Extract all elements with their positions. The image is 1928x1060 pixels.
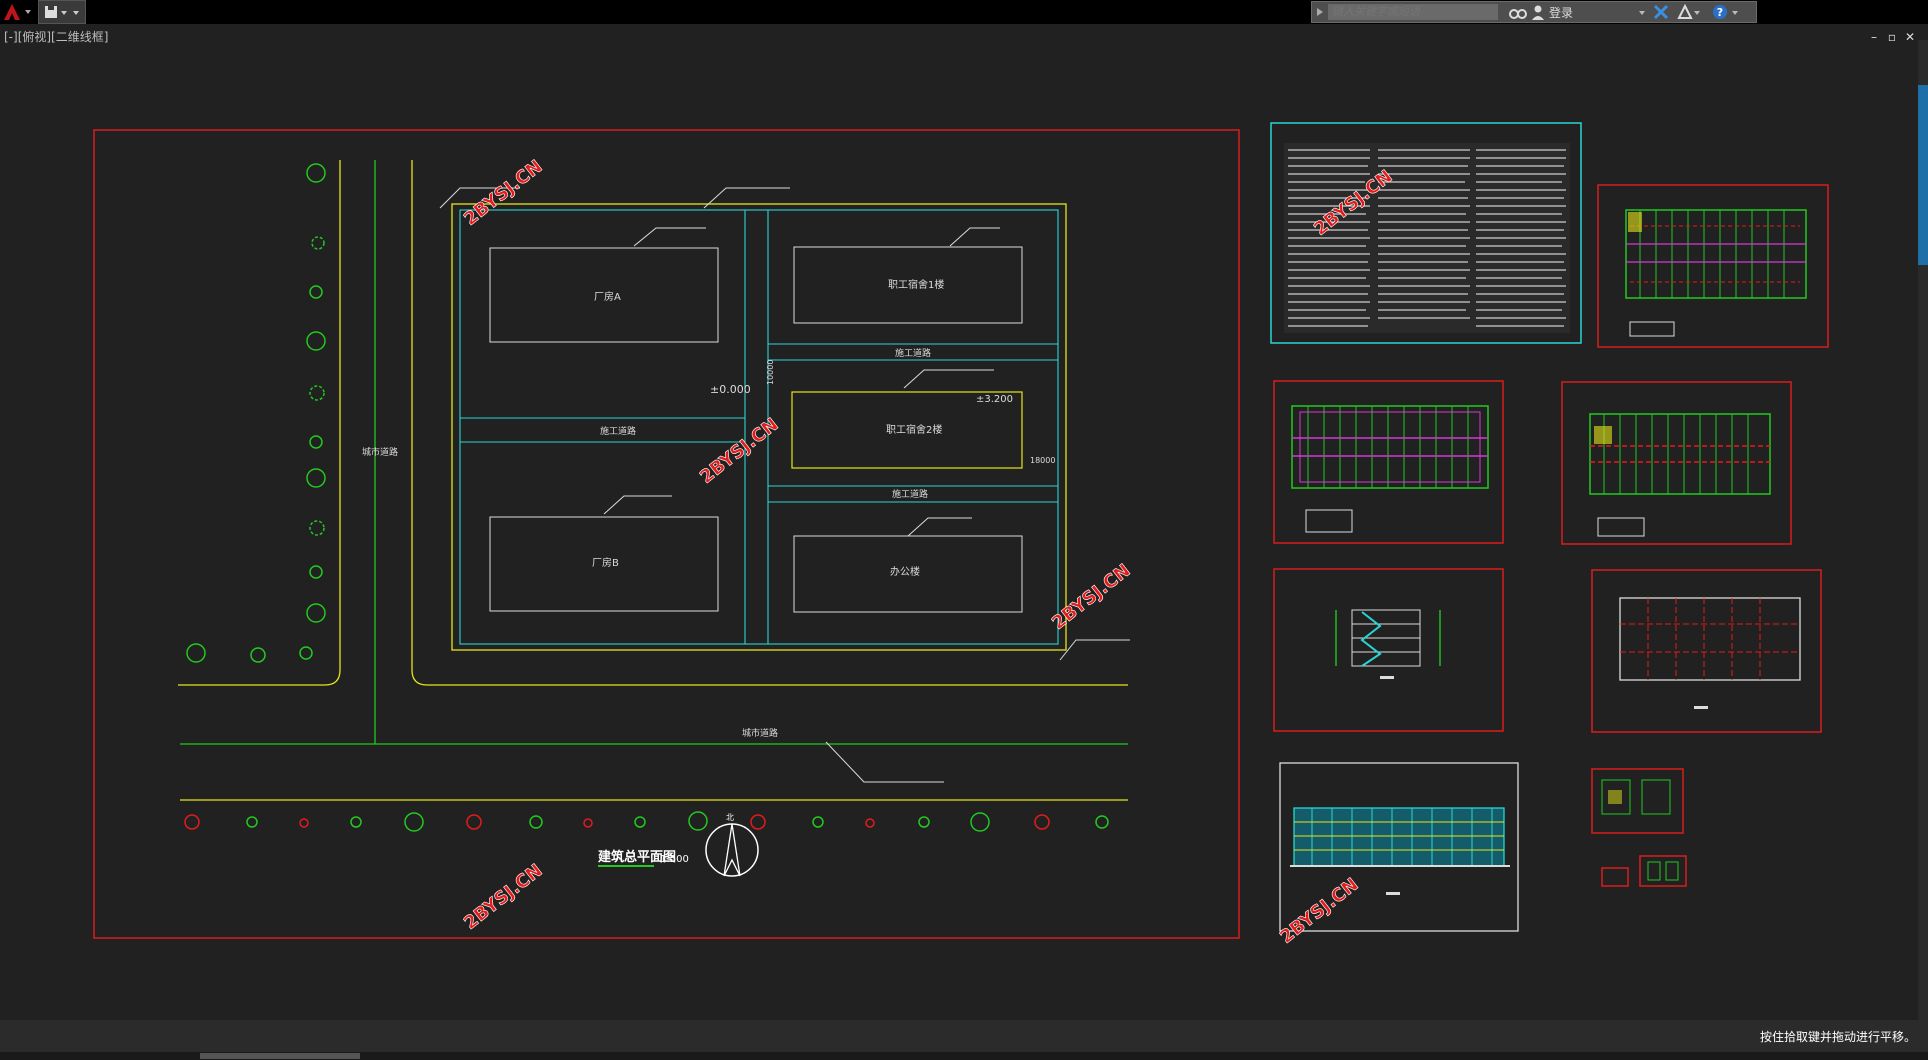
dropdown-arrow-icon[interactable] [61, 11, 67, 15]
expand-arrow-icon[interactable] [1313, 2, 1327, 22]
building-dorm1: 职工宿舍1楼 [793, 246, 1023, 324]
application-menu-button[interactable] [0, 0, 36, 24]
site-plan-frame [93, 129, 1240, 939]
help-icon[interactable]: ? [1710, 2, 1744, 22]
building-a: 厂房A [489, 247, 719, 343]
drawing-window-controls: – ▫ ✕ [1868, 30, 1916, 44]
save-icon[interactable] [45, 6, 57, 18]
user-icon [1532, 5, 1544, 20]
svg-text:2BYSJ.CN: 2BYSJ.CN [1048, 560, 1134, 634]
exchange-apps-icon[interactable] [1652, 2, 1670, 22]
svg-text:办公楼: 办公楼 [890, 565, 920, 578]
building-office: 办公楼 [793, 535, 1023, 613]
status-message: 按住拾取键并拖动进行平移。 [1759, 1030, 1916, 1044]
sheet-elevation [1279, 762, 1519, 932]
minimize-button[interactable]: – [1871, 30, 1877, 44]
login-dropdown-icon[interactable] [1638, 2, 1648, 22]
dimension-label-2: 10000 [766, 360, 775, 385]
elevation-label: ±0.000 [710, 383, 751, 396]
autocad-logo-icon [4, 4, 31, 20]
viewport-controls-label[interactable]: [-][俯视][二维线框] [4, 30, 109, 44]
watermarks: 2BYSJ.CN 2BYSJ.CN 2BYSJ.CN 2BYSJ.CN 2BYS… [460, 156, 1397, 948]
left-roads [178, 160, 1128, 801]
svg-text:2BYSJ.CN: 2BYSJ.CN [460, 156, 546, 230]
info-center-bar: 登录 ? [1311, 1, 1757, 23]
svg-text:?: ? [1717, 6, 1723, 19]
dimension-label-1: 18000 [1030, 456, 1055, 465]
building-b: 厂房B [489, 516, 719, 612]
road-label-horizontal: 城市道路 [742, 727, 778, 739]
svg-text:厂房A: 厂房A [594, 290, 621, 303]
sheet-design-notes [1270, 122, 1582, 344]
road-label-vertical: 城市道路 [362, 446, 398, 458]
plan-title: 建筑总平面图 [598, 849, 676, 865]
close-button[interactable]: ✕ [1904, 30, 1916, 44]
customize-icon[interactable] [73, 11, 79, 15]
north-arrow-icon [705, 823, 759, 877]
sheet-roof-plan [1591, 569, 1822, 733]
binoculars-icon[interactable] [1508, 2, 1528, 22]
svg-text:2BYSJ.CN: 2BYSJ.CN [696, 414, 782, 488]
sheet-floor-plan-2 [1273, 380, 1504, 544]
sheet-details [1591, 768, 1687, 887]
svg-text:2BYSJ.CN: 2BYSJ.CN [460, 860, 546, 934]
search-input[interactable] [1328, 4, 1498, 20]
sheet-section [1273, 568, 1504, 732]
tree-row-bottom [184, 811, 1109, 832]
title-bar: 登录 ? [0, 0, 1928, 24]
building-dorm2: 职工宿舍2楼 [791, 391, 1023, 469]
plan-scale: 1:500 [660, 854, 689, 865]
elevation-label-2: ±3.200 [976, 394, 1013, 405]
login-label[interactable]: 登录 [1549, 6, 1574, 20]
sheet-floor-plan-1 [1597, 184, 1829, 348]
site-boundary [451, 203, 1067, 651]
svg-text:2BYSJ.CN: 2BYSJ.CN [1276, 874, 1362, 948]
svg-text:厂房B: 厂房B [592, 556, 619, 569]
svg-text:职工宿舍1楼: 职工宿舍1楼 [888, 278, 944, 291]
tree-symbols [186, 163, 326, 663]
restore-button[interactable]: ▫ [1887, 30, 1897, 44]
construction-road-label-3: 施工道路 [892, 488, 928, 500]
connect-icon[interactable] [1676, 2, 1704, 22]
construction-road-label-1: 施工道路 [600, 425, 636, 437]
north-label: 北 [726, 813, 734, 822]
sheet-floor-plan-3 [1561, 381, 1792, 545]
leader-lines [439, 187, 1130, 783]
drawing-canvas[interactable]: 城市道路 城市道路 施工道路 施工道路 施工道路 厂房A 厂房B 职工宿舍1楼 … [0, 40, 1918, 1020]
svg-text:职工宿舍2楼: 职工宿舍2楼 [886, 423, 942, 436]
status-bar: 按住拾取键并拖动进行平移。 [0, 1020, 1928, 1052]
construction-road-label-2: 施工道路 [895, 347, 931, 359]
horizontal-scrollbar[interactable] [0, 1052, 1928, 1060]
vertical-scroll-thumb[interactable] [1918, 85, 1928, 265]
quick-access-toolbar[interactable] [38, 0, 86, 24]
vertical-scrollbar[interactable] [1918, 40, 1928, 1020]
horizontal-scroll-thumb[interactable] [200, 1053, 360, 1059]
